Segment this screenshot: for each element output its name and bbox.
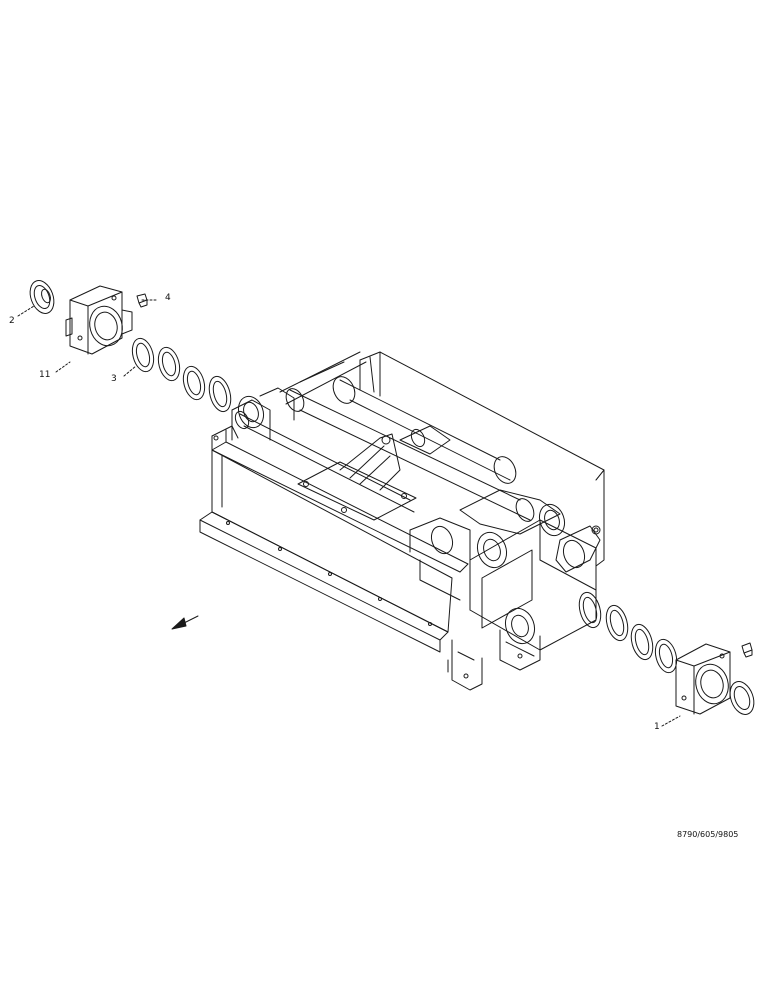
callout-3: 3 [111,374,117,384]
callout-2: 2 [9,316,15,326]
drawing-number: 8790/605/9805 [677,830,739,839]
right-bearing-housing [676,644,733,714]
left-spacer-rings [129,336,234,414]
right-pivot-bracket [410,490,600,648]
cross-shaft [233,373,538,524]
left-seal-ring [26,277,58,316]
right-grease-nipple [742,643,752,657]
left-pivot-bracket [232,352,366,440]
direction-arrow [172,616,198,629]
callout-1: 1 [654,722,660,732]
leader-lines [18,300,680,726]
callout-4: 4 [165,293,171,303]
left-bearing-housing [66,286,132,354]
right-seal-ring [726,678,758,717]
center-mounting-plate [298,426,450,520]
callout-11: 11 [39,370,51,380]
right-spacer-rings [576,590,680,675]
main-frame [200,352,604,690]
